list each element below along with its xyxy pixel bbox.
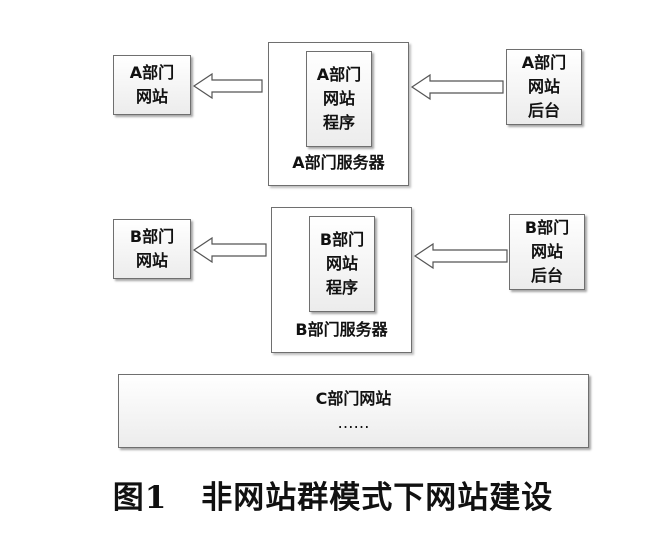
b-backend-line-2: 网站 <box>530 242 563 261</box>
b-program-line-3: 程序 <box>325 278 358 297</box>
b-arrow-left <box>192 236 267 264</box>
b-backend-box: B部门 网站 后台 <box>509 214 585 290</box>
b-website-line-1: B部门 <box>129 227 175 246</box>
a-program-line-1: A部门 <box>316 65 362 84</box>
b-program-line-1: B部门 <box>319 230 365 249</box>
a-program-line-2: 网站 <box>322 89 355 108</box>
b-backend-line-1: B部门 <box>524 218 570 237</box>
a-backend-box: A部门 网站 后台 <box>506 49 582 125</box>
figure-number: 图1 <box>112 480 168 516</box>
a-backend-line-2: 网站 <box>527 77 560 96</box>
b-website-line-2: 网站 <box>135 251 168 270</box>
b-server-box: B部门 网站 程序 B部门服务器 <box>271 207 412 353</box>
c-website-title: C部门网站 <box>315 389 392 408</box>
a-website-line-2: 网站 <box>135 87 168 106</box>
c-website-box: C部门网站 …… <box>118 374 589 448</box>
b-server-label: B部门服务器 <box>295 320 388 339</box>
b-program-box: B部门 网站 程序 <box>309 216 375 312</box>
figure-caption: 图1 非网站群模式下网站建设 <box>0 472 666 517</box>
a-website-box: A部门 网站 <box>113 55 191 115</box>
b-program-line-2: 网站 <box>325 254 358 273</box>
a-backend-line-3: 后台 <box>527 101 560 120</box>
a-arrow-right-to-server <box>410 73 504 101</box>
a-server-label: A部门服务器 <box>292 153 385 172</box>
a-program-line-3: 程序 <box>322 113 355 132</box>
b-backend-line-3: 后台 <box>530 266 563 285</box>
figure-title: 非网站群模式下网站建设 <box>201 480 554 516</box>
a-backend-line-1: A部门 <box>521 53 567 72</box>
c-website-ellipsis: …… <box>337 413 370 432</box>
a-server-box: A部门 网站 程序 A部门服务器 <box>268 42 409 186</box>
a-website-line-1: A部门 <box>129 63 175 82</box>
b-arrow-right-to-server <box>413 242 508 270</box>
b-website-box: B部门 网站 <box>113 219 191 279</box>
a-program-box: A部门 网站 程序 <box>306 51 372 147</box>
a-arrow-left <box>192 72 263 100</box>
